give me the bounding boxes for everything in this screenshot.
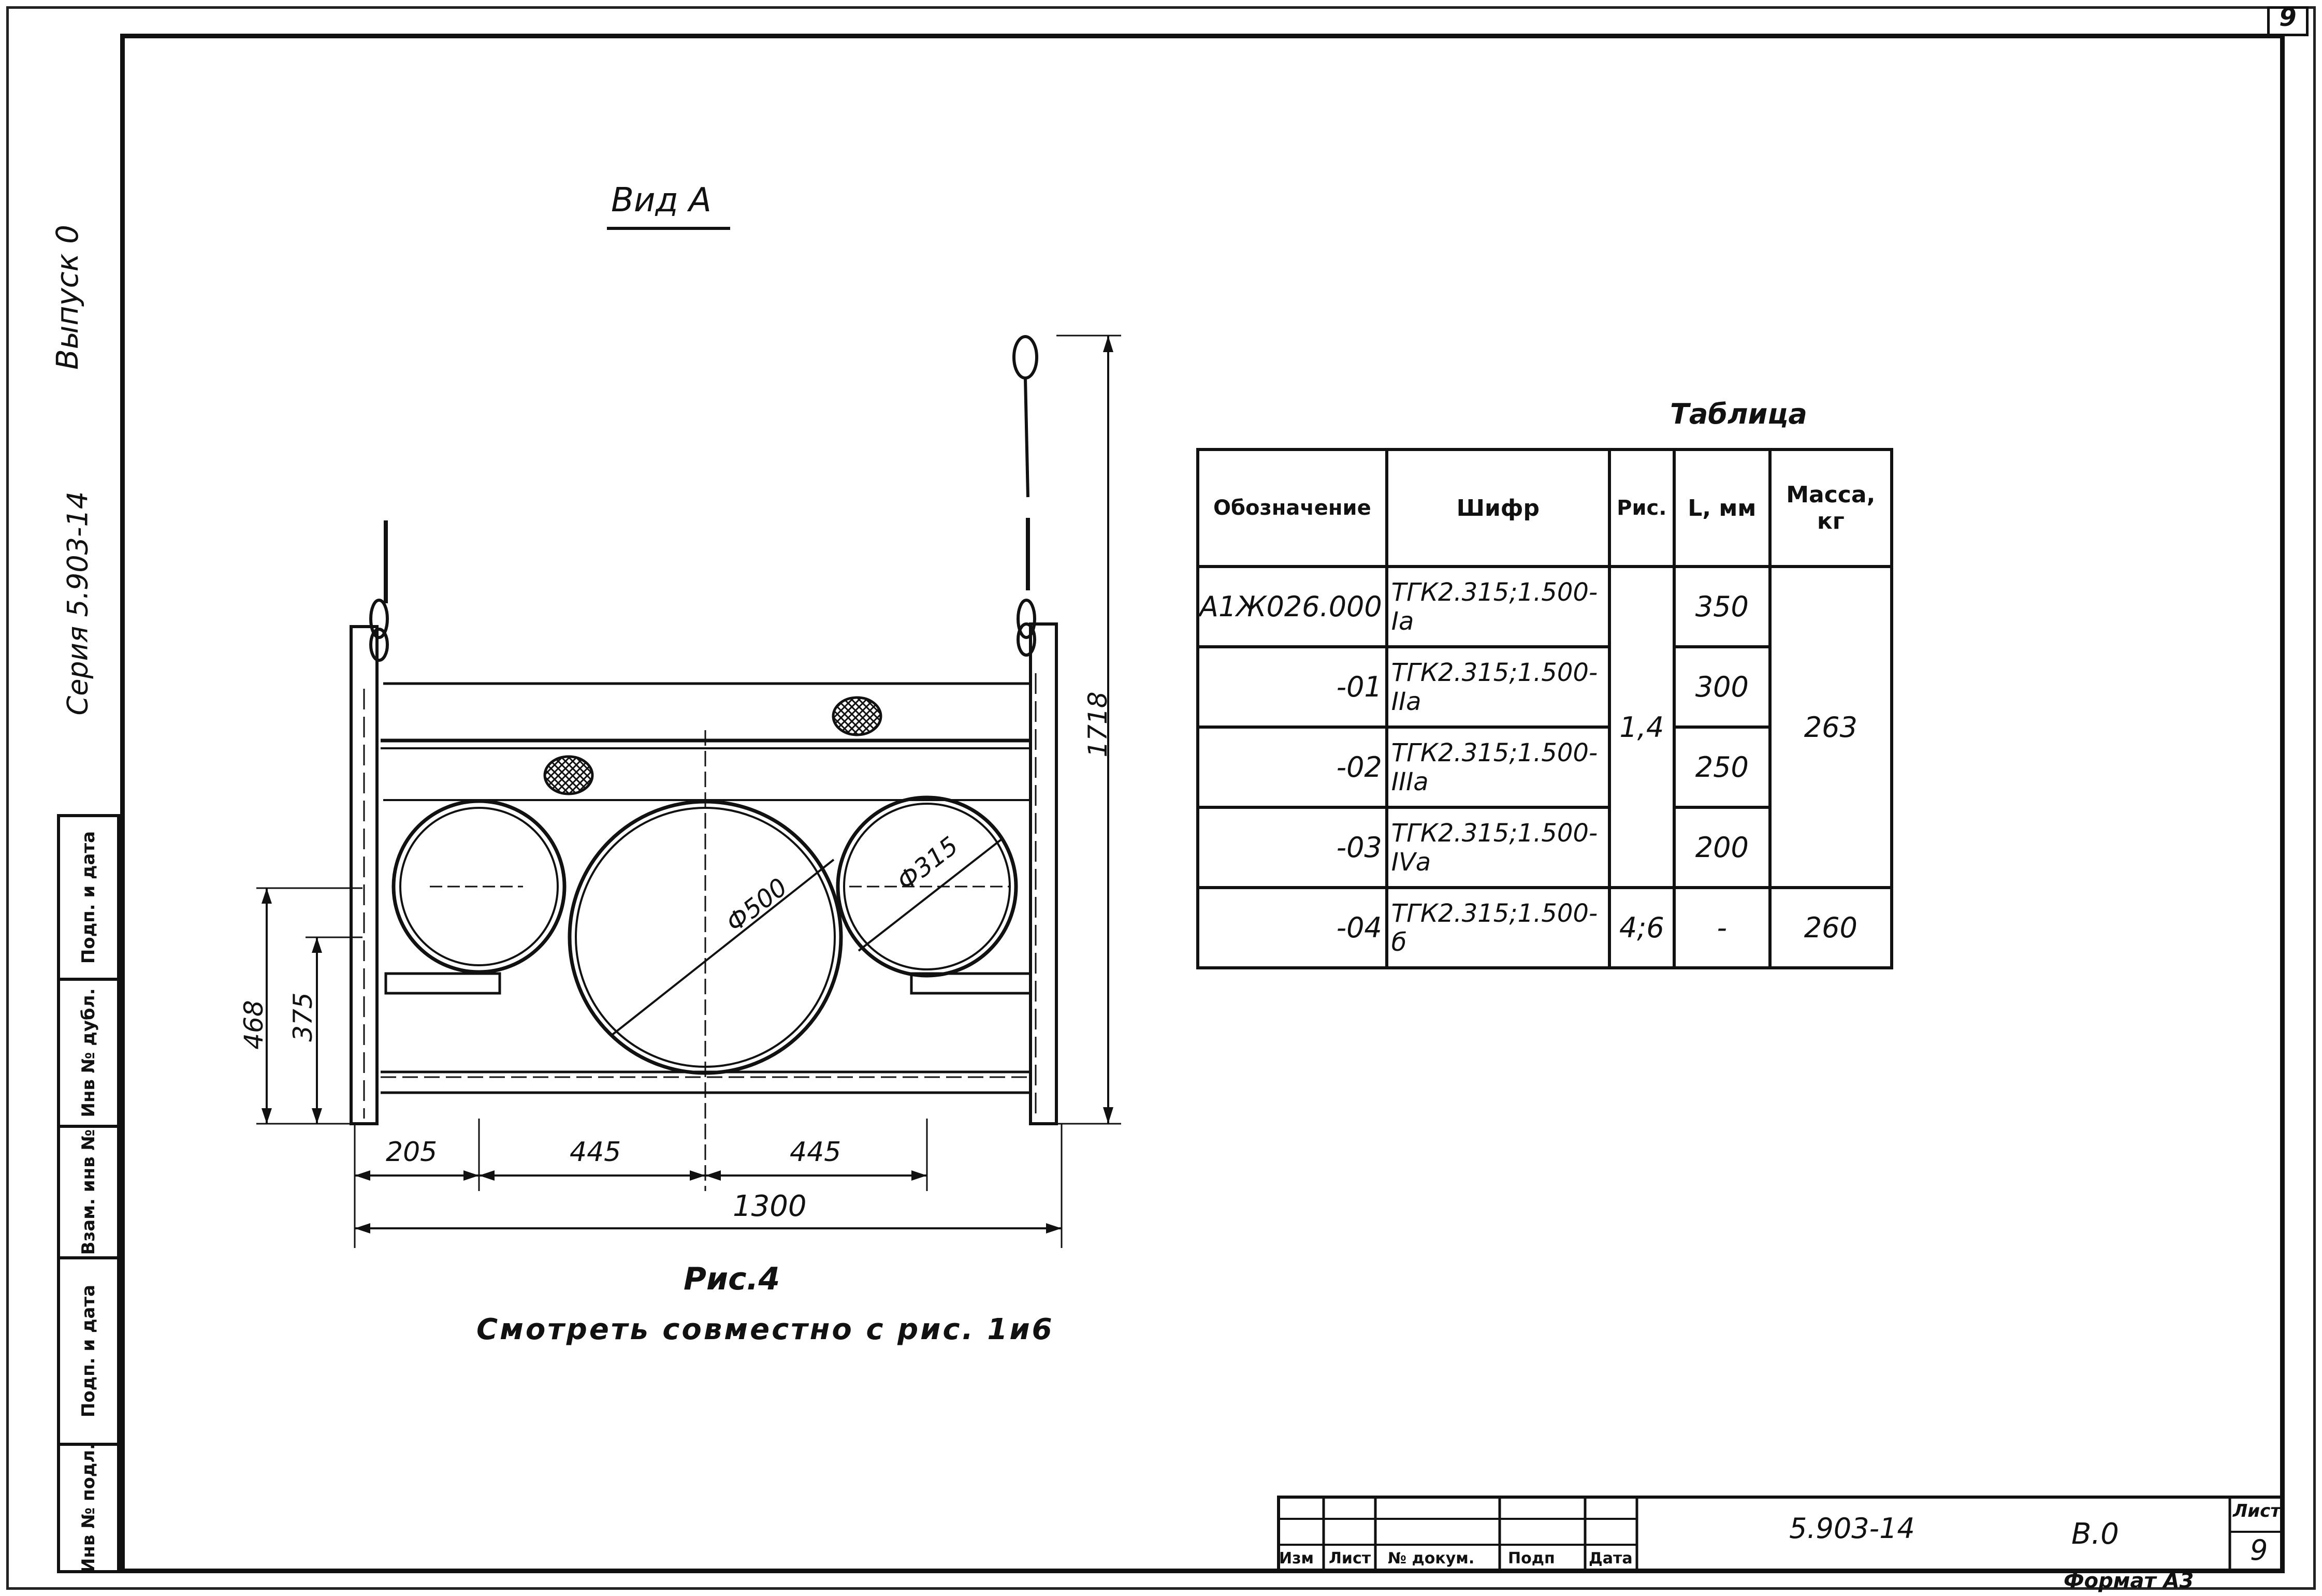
dim-1300: 1300: [733, 1189, 807, 1223]
stamp-label-sign: Подп: [1508, 1549, 1555, 1568]
table-row: -01 ТГК2.315;1.500-IIа 300: [1196, 645, 1892, 729]
top-sheet-box: [2267, 6, 2309, 36]
side-cell-5: Инв № подл.: [57, 1443, 120, 1573]
title-block: [1277, 1496, 2285, 1573]
row-mass: 260: [1768, 886, 1893, 969]
row-length: 200: [1672, 806, 1772, 889]
table-row: А1Ж026.000 ТГК2.315;1.500-Iа 1,4 350 263: [1196, 565, 1893, 889]
stamp-section: В.0: [2071, 1517, 2119, 1551]
table-header-row: Обозначение Шифр Рис. L, мм Масса, кг: [1196, 448, 1893, 568]
figure-note: Смотреть совместно с рис. 1и6: [476, 1313, 1054, 1346]
header-fig: Рис.: [1607, 448, 1676, 568]
stamp-label-izm: Изм: [1279, 1549, 1314, 1568]
merged-fig: 1,4: [1607, 565, 1676, 889]
table-row: -03 ТГК2.315;1.500-IVа 200: [1196, 806, 1892, 889]
view-title-underline: [607, 227, 730, 230]
stamp-label-doc: № докум.: [1388, 1549, 1475, 1568]
stamp-label-list: Лист: [1329, 1549, 1371, 1568]
merged-mass: 263: [1768, 565, 1893, 889]
outer-edge: [6, 6, 2316, 1590]
header-designation: Обозначение: [1196, 448, 1388, 568]
row-code: -03: [1196, 806, 1388, 889]
row-cipher: ТГК2.315;1.500-IIа: [1385, 645, 1611, 729]
dim-445-left: 445: [570, 1137, 621, 1168]
stamp-sheet-number: 9: [2250, 1534, 2268, 1566]
view-title: Вид А: [611, 181, 712, 220]
header-cipher: Шифр: [1385, 448, 1611, 568]
stamp-sheet-label: Лист: [2233, 1501, 2281, 1521]
row-cipher: ТГК2.315;1.500-IVа: [1385, 806, 1611, 889]
row-code: -02: [1196, 726, 1388, 809]
table-row: -04 ТГК2.315;1.500-б 4;6 - 260: [1196, 886, 1893, 969]
row-code: -01: [1196, 645, 1388, 729]
row-cipher: ТГК2.315;1.500-Iа: [1385, 565, 1611, 648]
format-label: Формат А3: [2064, 1569, 2194, 1593]
row-length: -: [1672, 886, 1772, 969]
row-cipher: ТГК2.315;1.500-б: [1385, 886, 1611, 969]
spec-table: Обозначение Шифр Рис. L, мм Масса, кг А1…: [1196, 448, 1893, 969]
dim-468: 468: [239, 1000, 269, 1050]
drawing-frame: [120, 34, 2285, 1573]
dim-445-right: 445: [790, 1137, 841, 1168]
dim-375: 375: [288, 992, 318, 1042]
top-sheet-number: 9: [2279, 3, 2297, 32]
row-length: 250: [1672, 726, 1772, 809]
figure-caption: Рис.4: [684, 1261, 780, 1297]
row-code: -04: [1196, 886, 1388, 969]
row-cipher: ТГК2.315;1.500-IIIа: [1385, 726, 1611, 809]
header-length: L, мм: [1672, 448, 1772, 568]
title-block-grid: [1277, 1496, 2285, 1573]
stamp-label-date: Дата: [1589, 1549, 1633, 1568]
stamp-doc-code: 5.903-14: [1789, 1512, 1915, 1545]
table-title: Таблица: [1670, 398, 1807, 430]
row-length: 300: [1672, 645, 1772, 729]
row-code: А1Ж026.000: [1196, 565, 1388, 648]
row-length: 350: [1672, 565, 1772, 648]
dim-1718: 1718: [1083, 691, 1113, 758]
table-row: -02 ТГК2.315;1.500-IIIа 250: [1196, 726, 1892, 809]
header-mass: Масса, кг: [1768, 448, 1893, 568]
dim-205: 205: [386, 1137, 438, 1168]
row-fig: 4;6: [1607, 886, 1676, 969]
